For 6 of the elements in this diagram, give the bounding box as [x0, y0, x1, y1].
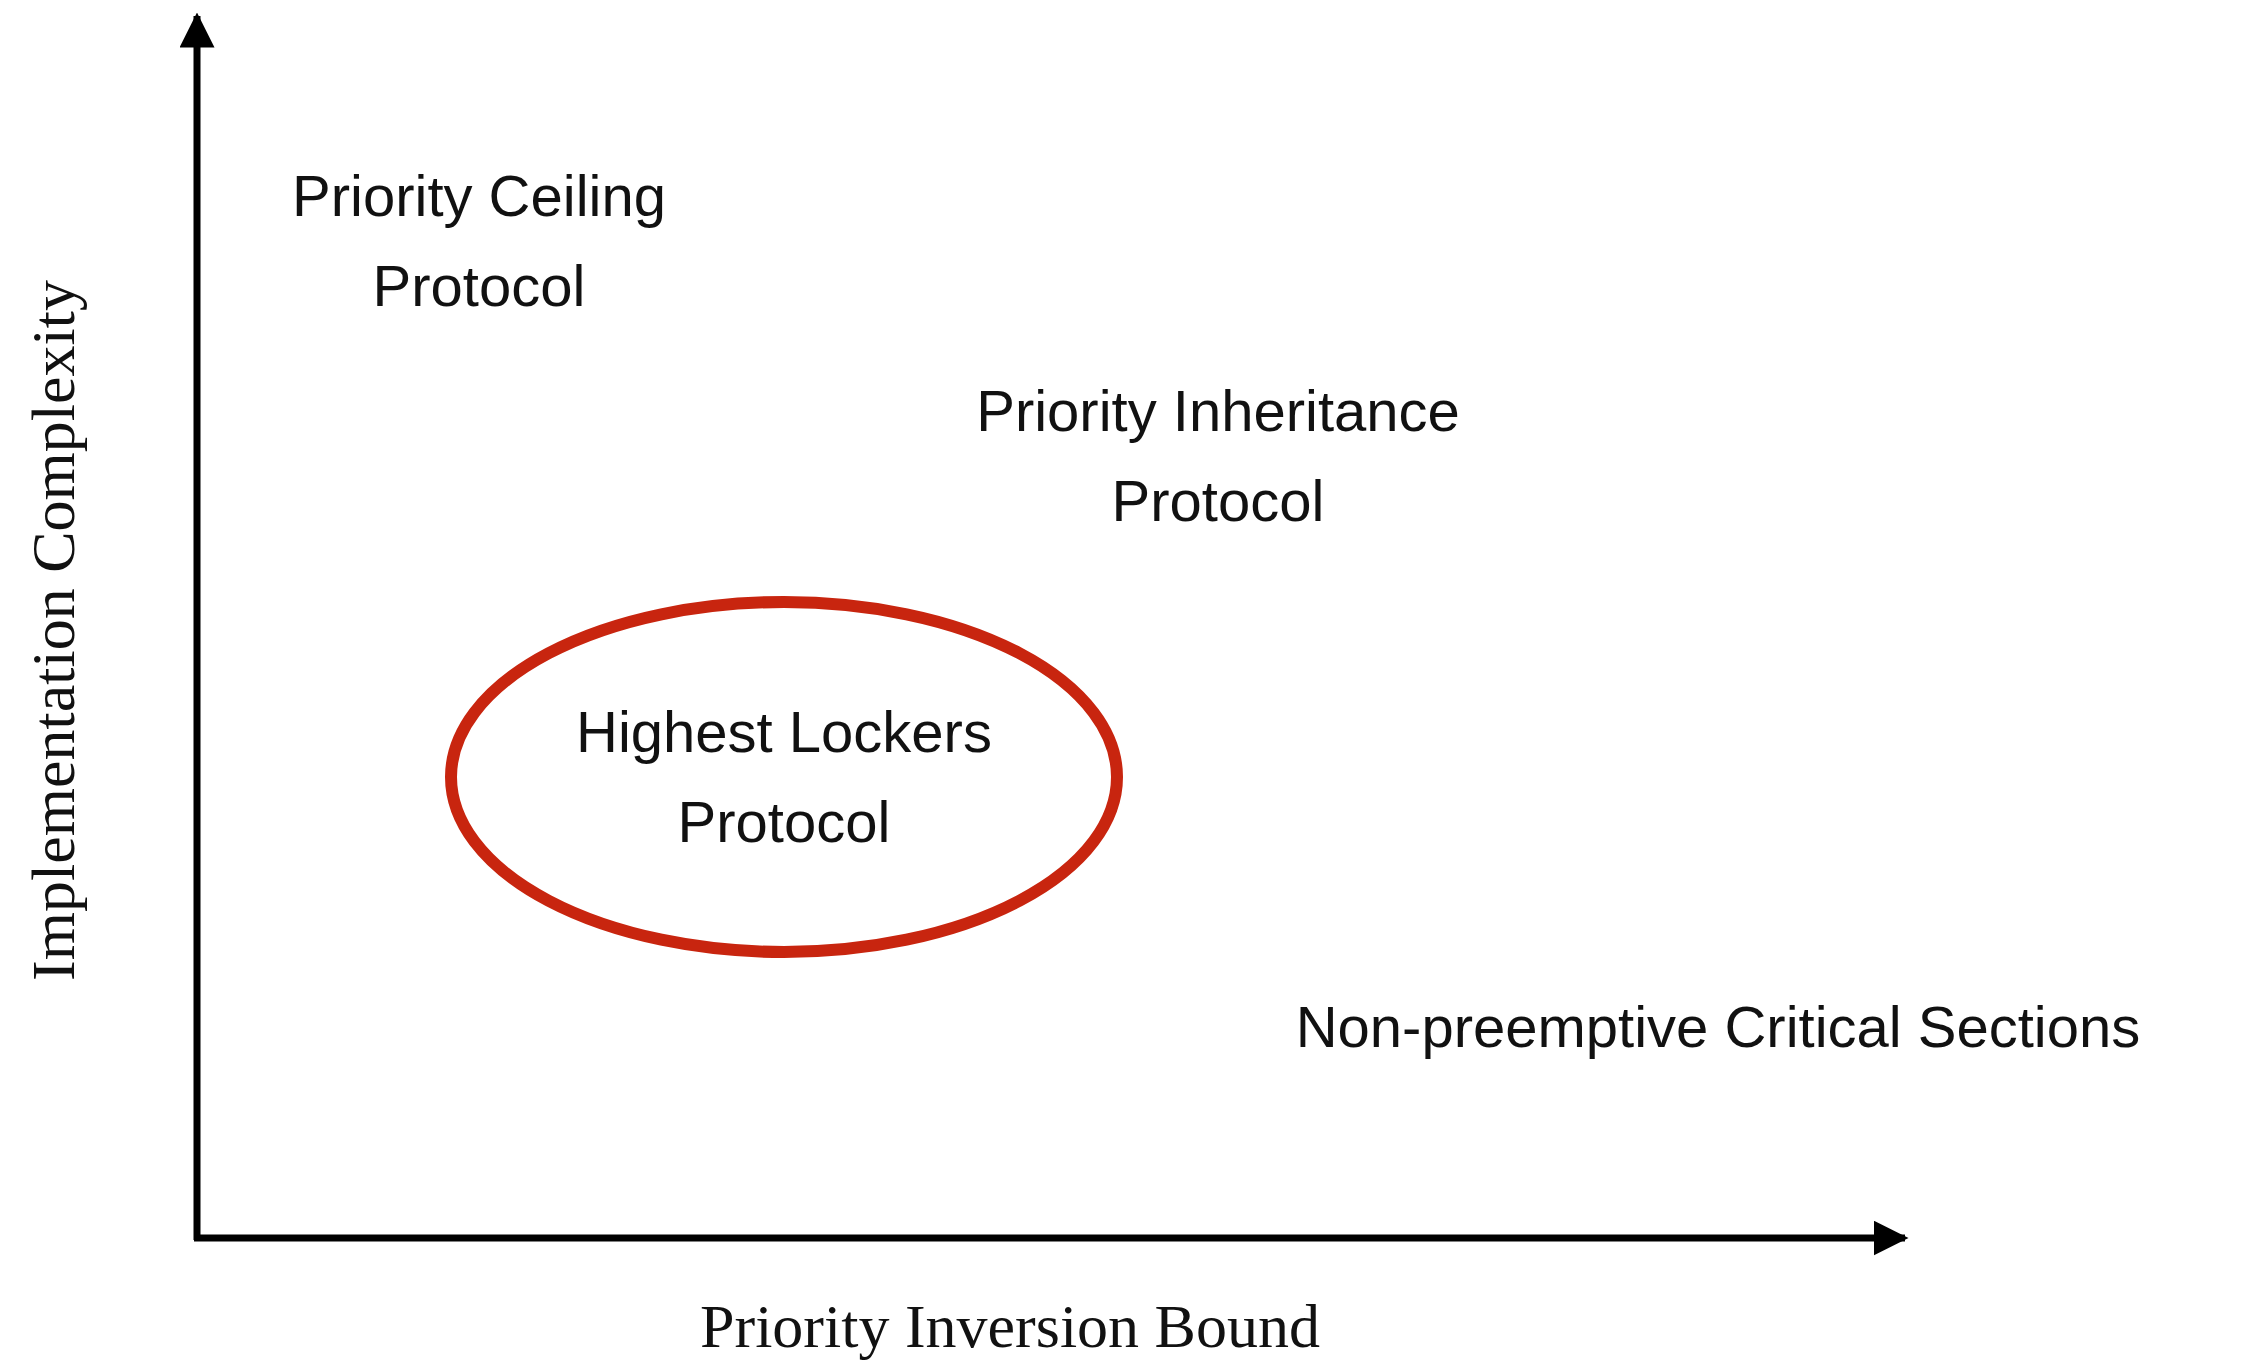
method-label: Non-preemptive Critical Sections: [1294, 993, 2142, 1061]
method-label: Highest Lockers Protocol: [575, 698, 993, 856]
method-label: Priority Ceiling Protocol: [291, 162, 667, 320]
method-label: Priority Inheritance Protocol: [975, 377, 1461, 535]
axis-title: Priority Inversion Bound: [700, 1290, 1320, 1362]
axis-title: Implementation Complexity: [17, 279, 88, 981]
